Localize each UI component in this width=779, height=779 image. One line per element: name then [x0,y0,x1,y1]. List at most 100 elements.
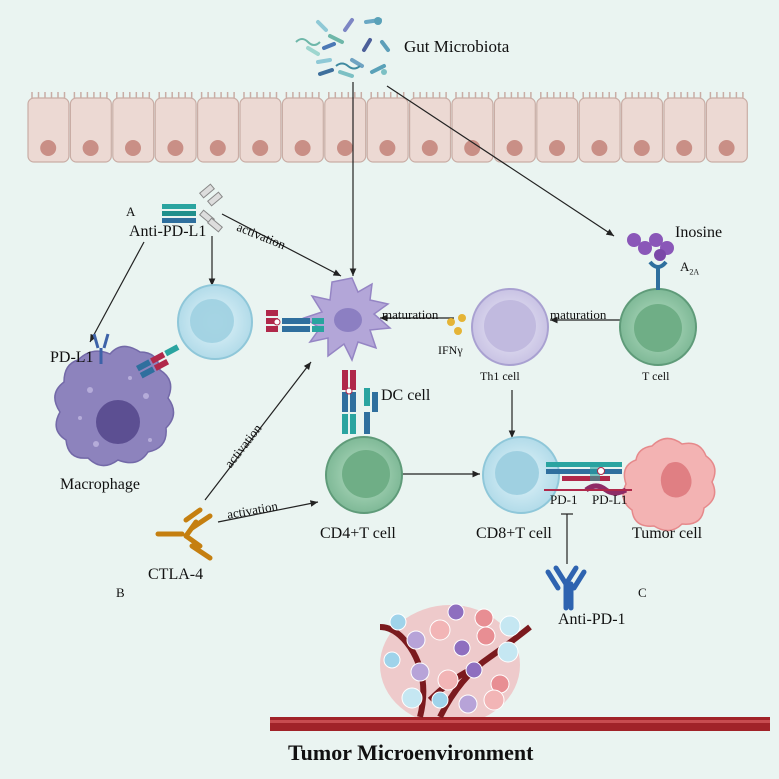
epithelial-nucleus [337,140,353,156]
epithelial-cell [27,97,70,163]
tme-cell [499,615,521,637]
epithelial-cell [578,97,621,163]
epithelial-cell [705,97,748,163]
epithelial-nucleus [379,140,396,156]
label-gut-microbiota: Gut Microbiota [404,37,510,56]
epithelial-nucleus [40,140,57,156]
epithelial-nucleus [252,140,269,156]
epithelial-cell [536,97,579,163]
ctla4-antibody [155,507,213,561]
tumor-microenvironment [270,603,770,731]
tme-cell [497,641,519,663]
a2a-main: A [680,259,690,274]
tme-cell [476,626,496,646]
arrow-ctla4-to-cd4 [217,500,319,523]
epithelial-cell [663,97,706,163]
arrow-anti-pd-l1-to-dc [221,213,342,277]
dendritic-cell [302,277,392,362]
label-ifng: IFNγ [438,343,463,357]
label-t-cell: T cell [642,369,670,383]
panel-label-c: C [638,585,647,600]
label-ctla4: CTLA-4 [148,566,204,583]
label-anti-pd-1: Anti-PD-1 [558,611,626,628]
epithelial-cell [620,97,664,163]
epithelial-nucleus [125,140,141,156]
a2a-subscript: 2A [689,267,700,277]
tme-cell [431,691,449,709]
epithelial-nucleus [506,140,523,156]
arrow-microbiota-to-inosine [386,85,615,237]
tme-cell [458,694,478,714]
tme-cell [401,687,423,709]
tme-cell [447,603,465,621]
epithelial-cell [69,97,112,163]
epithelial-nucleus [591,140,608,156]
label-maturation-right: maturation [550,307,607,322]
inosine-molecules [627,233,674,290]
epithelial-nucleus [549,140,565,156]
epithelial-nucleus [676,140,693,156]
tme-cell [389,613,407,631]
label-cd4-t-cell: CD4+T cell [320,525,396,542]
epithelial-cell [409,97,452,163]
epithelial-nucleus [167,140,184,156]
epithelial-cell [451,97,494,163]
tme-cell [474,608,494,628]
label-pd-l1-right: PD-L1 [592,492,628,507]
epithelial-cell [154,97,197,163]
label-pd-l1-left: PD-L1 [50,349,94,366]
tme-cell [383,651,401,669]
epithelial-cell [112,97,155,163]
tme-cell [429,619,451,641]
tme-cell [465,661,483,679]
label-macrophage: Macrophage [60,476,140,493]
epithelial-cell [366,97,409,163]
bacteria-cluster [295,17,390,78]
label-th1-cell: Th1 cell [480,369,520,383]
label-maturation-left: maturation [382,307,439,322]
th1-cell [471,288,549,366]
arrow-anti-pd-l1-to-pd-l1 [89,241,145,343]
panel-label-a: A [126,204,136,219]
label-cd8-t-cell: CD8+T cell [476,525,552,542]
label-anti-pd-l1: Anti-PD-L1 [129,223,207,240]
intestinal-epithelium [27,92,748,163]
tme-cell [410,662,430,682]
label-pd-1: PD-1 [550,492,578,507]
epithelial-nucleus [82,140,99,156]
antigen-presenting-cell [177,284,253,360]
receptor-pairs [92,310,632,496]
panel-label-b: B [116,585,125,600]
epithelial-nucleus [464,140,481,156]
t-cell [619,288,697,366]
epithelial-cell [324,97,367,163]
epithelial-cell [281,97,324,163]
tme-cell [437,669,459,691]
cd4-t-cell [325,436,403,514]
cd8-t-cell [482,436,560,514]
epithelial-nucleus [294,140,311,156]
tme-cell [483,689,505,711]
label-a2a: A2A [680,260,699,277]
tme-cell [406,630,426,650]
tme-cell [453,639,471,657]
epithelial-cell [197,97,240,163]
anti-pd-l1-antibody [162,183,223,233]
epithelial-nucleus [633,140,650,156]
label-tumor-cell: Tumor cell [632,525,703,542]
arrow-ctla4-to-dc [204,361,312,501]
tumor-cell [622,437,716,532]
anti-pd-1-antibody [545,565,587,611]
epithelial-nucleus [421,140,438,156]
label-inosine: Inosine [675,224,723,241]
ifng-molecules [447,314,466,335]
epithelial-nucleus [718,140,735,156]
label-dc-cell: DC cell [381,387,431,404]
label-tumor-microenvironment: Tumor Microenvironment [288,740,534,765]
epithelial-cell [493,97,536,163]
pathway-arrows [89,82,620,564]
epithelial-nucleus [209,140,226,156]
epithelial-cell [239,97,282,163]
